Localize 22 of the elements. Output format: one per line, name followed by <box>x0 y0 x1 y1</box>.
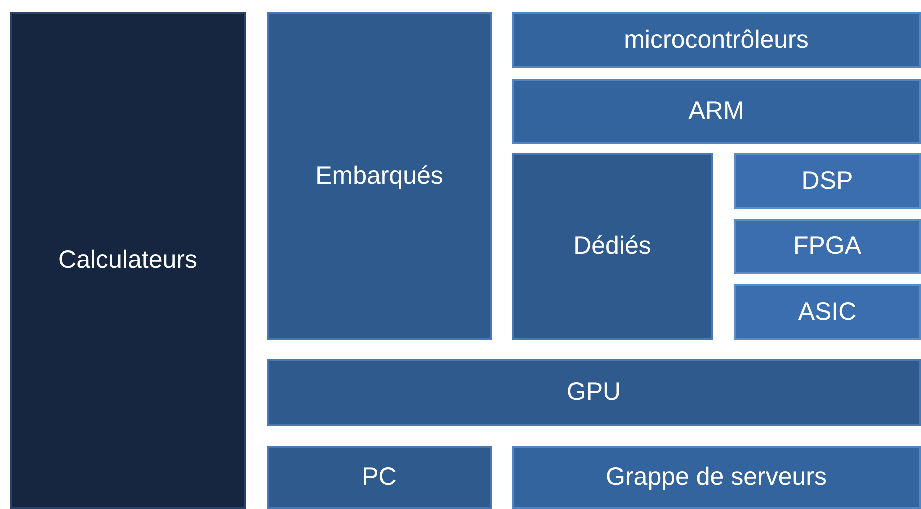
category-box <box>512 12 921 68</box>
category-label: DSP <box>802 166 854 196</box>
category-label: Calculateurs <box>58 246 198 275</box>
category-label: GPU <box>566 378 622 407</box>
category-label: FPGA <box>793 232 862 261</box>
category-label: Dédiés <box>574 232 652 261</box>
category-label: Grappe de serveurs <box>606 463 827 492</box>
category-label: Embarqués <box>316 162 444 190</box>
category-label: ARM <box>688 97 744 126</box>
category-box <box>734 284 921 340</box>
category-box <box>267 446 492 509</box>
category-box <box>267 12 492 340</box>
category-box <box>512 79 921 144</box>
category-label: microcontrôleurs <box>624 26 809 54</box>
category-box <box>10 12 246 509</box>
category-box <box>734 219 921 274</box>
category-box <box>512 153 713 340</box>
category-box <box>512 446 921 509</box>
category-box <box>734 153 921 209</box>
category-label: PC <box>362 463 397 492</box>
category-label: ASIC <box>798 298 857 326</box>
category-box <box>267 359 921 426</box>
